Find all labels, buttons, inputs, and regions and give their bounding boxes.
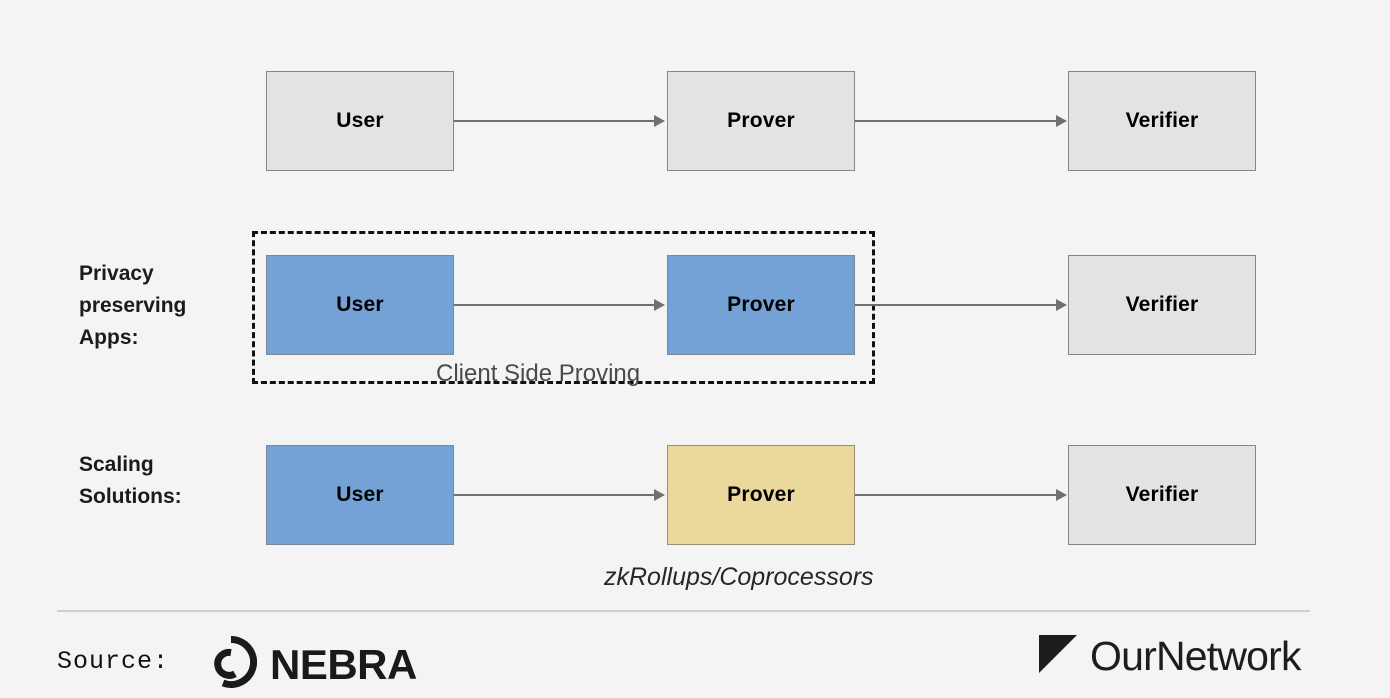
nebra-ring-icon (205, 635, 258, 693)
nebra-wordmark: NEBRA (270, 640, 417, 688)
nebra-logo: NEBRA (205, 635, 417, 693)
group-client-side-proving (252, 231, 875, 384)
node-privacy-prover: Prover (667, 255, 855, 355)
node-baseline-prover: Prover (667, 71, 855, 171)
node-scaling-user: User (266, 445, 454, 545)
ournetwork-logo: OurNetwork (1037, 633, 1302, 680)
arrowhead-privacy-user-to-prover (654, 299, 665, 311)
connector-baseline-user-to-prover (454, 120, 656, 122)
node-scaling-verifier: Verifier (1068, 445, 1256, 545)
arrowhead-privacy-prover-to-verifier (1056, 299, 1067, 311)
connector-baseline-prover-to-verifier (855, 120, 1058, 122)
connector-scaling-prover-to-verifier (855, 494, 1058, 496)
caption-zkrollups-coprocessors: zkRollups/Coprocessors (604, 563, 874, 591)
source-label: Source: (57, 647, 170, 676)
connector-privacy-prover-to-verifier (855, 304, 1058, 306)
arrowhead-baseline-prover-to-verifier (1056, 115, 1067, 127)
node-privacy-user: User (266, 255, 454, 355)
node-baseline-user: User (266, 71, 454, 171)
row-label-privacy-preserving-apps: Privacy preserving Apps: (79, 262, 187, 349)
footer-divider (57, 610, 1310, 612)
arrowhead-baseline-user-to-prover (654, 115, 665, 127)
row-label-scaling-solutions: Scaling Solutions: (79, 453, 182, 508)
node-privacy-verifier: Verifier (1068, 255, 1256, 355)
arrowhead-scaling-user-to-prover (654, 489, 665, 501)
connector-privacy-user-to-prover (454, 304, 656, 306)
ournetwork-triangle-icon (1037, 633, 1079, 680)
arrowhead-scaling-prover-to-verifier (1056, 489, 1067, 501)
caption-client-side-proving: Client Side Proving (436, 360, 641, 387)
connector-scaling-user-to-prover (454, 494, 656, 496)
node-scaling-prover: Prover (667, 445, 855, 545)
ournetwork-wordmark: OurNetwork (1090, 633, 1302, 679)
node-baseline-verifier: Verifier (1068, 71, 1256, 171)
